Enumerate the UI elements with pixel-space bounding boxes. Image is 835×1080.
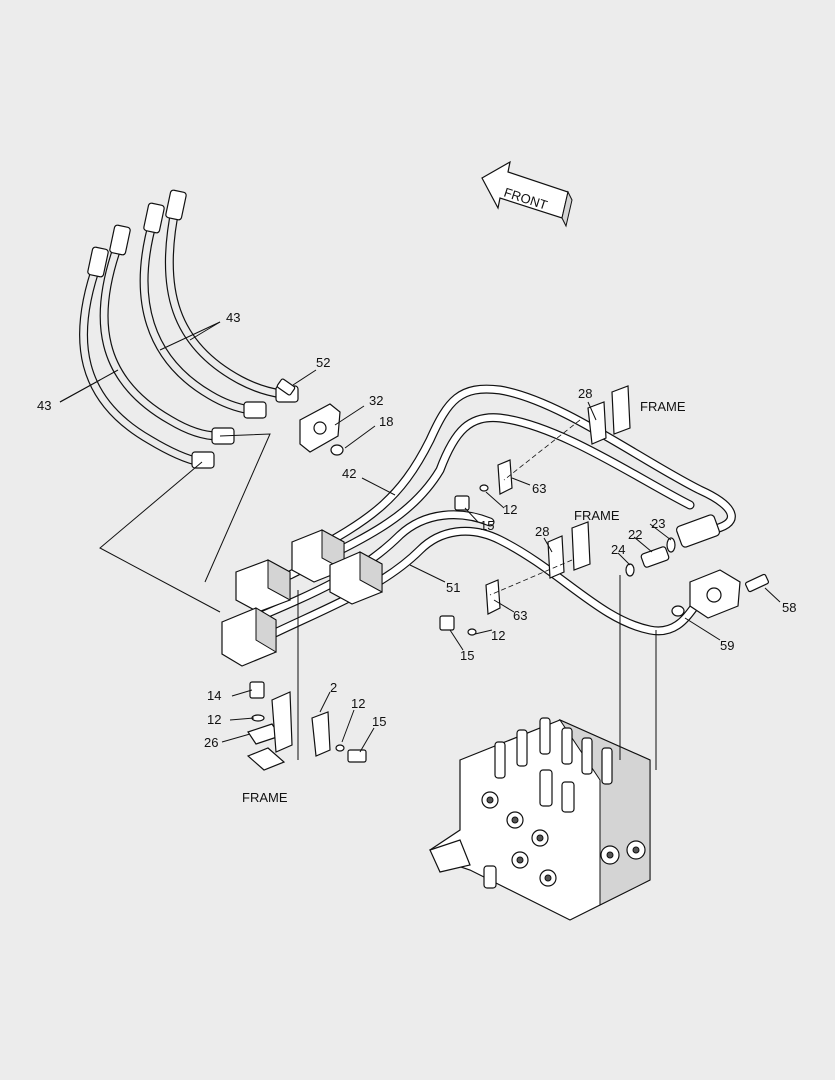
callout-12-mid: 12: [491, 628, 505, 643]
callout-59: 59: [720, 638, 734, 653]
front-arrow: FRONT: [481, 160, 573, 228]
callout-12-top: 12: [503, 502, 517, 517]
pipe-end-fittings: [625, 514, 770, 619]
callout-15-mid: 15: [460, 648, 474, 663]
control-valve: [429, 717, 651, 921]
callout-18: 18: [379, 414, 393, 429]
callout-15-lower: 15: [372, 714, 386, 729]
callout-23: 23: [651, 516, 665, 531]
callout-12-left: 12: [207, 712, 221, 727]
callout-63-mid: 63: [513, 608, 527, 623]
callout-51: 51: [446, 580, 460, 595]
bracket-lower-left: [246, 681, 367, 771]
callout-28-mid: 28: [535, 524, 549, 539]
callout-43-left: 43: [37, 398, 51, 413]
callout-24: 24: [611, 542, 625, 557]
frame-label-top-right: FRAME: [640, 399, 686, 414]
flange-group: [276, 378, 344, 456]
callout-28-top: 28: [578, 386, 592, 401]
callout-52: 52: [316, 355, 330, 370]
frame-label-bottom-left: FRAME: [242, 790, 288, 805]
callout-15-top: 15: [480, 518, 494, 533]
frame-label-middle: FRAME: [574, 508, 620, 523]
callout-43-top: 43: [226, 310, 240, 325]
callout-2: 2: [330, 680, 337, 695]
callout-26: 26: [204, 735, 218, 750]
callout-32: 32: [369, 393, 383, 408]
pipe-42: [285, 384, 736, 580]
callout-42: 42: [342, 466, 356, 481]
callout-14: 14: [207, 688, 221, 703]
callout-58: 58: [782, 600, 796, 615]
clamp-blocks: [221, 529, 383, 667]
callout-63-top: 63: [532, 481, 546, 496]
callout-22: 22: [628, 527, 642, 542]
callout-12-lower: 12: [351, 696, 365, 711]
leader-lines: [59, 321, 781, 770]
hose-assemblies: [78, 189, 299, 469]
